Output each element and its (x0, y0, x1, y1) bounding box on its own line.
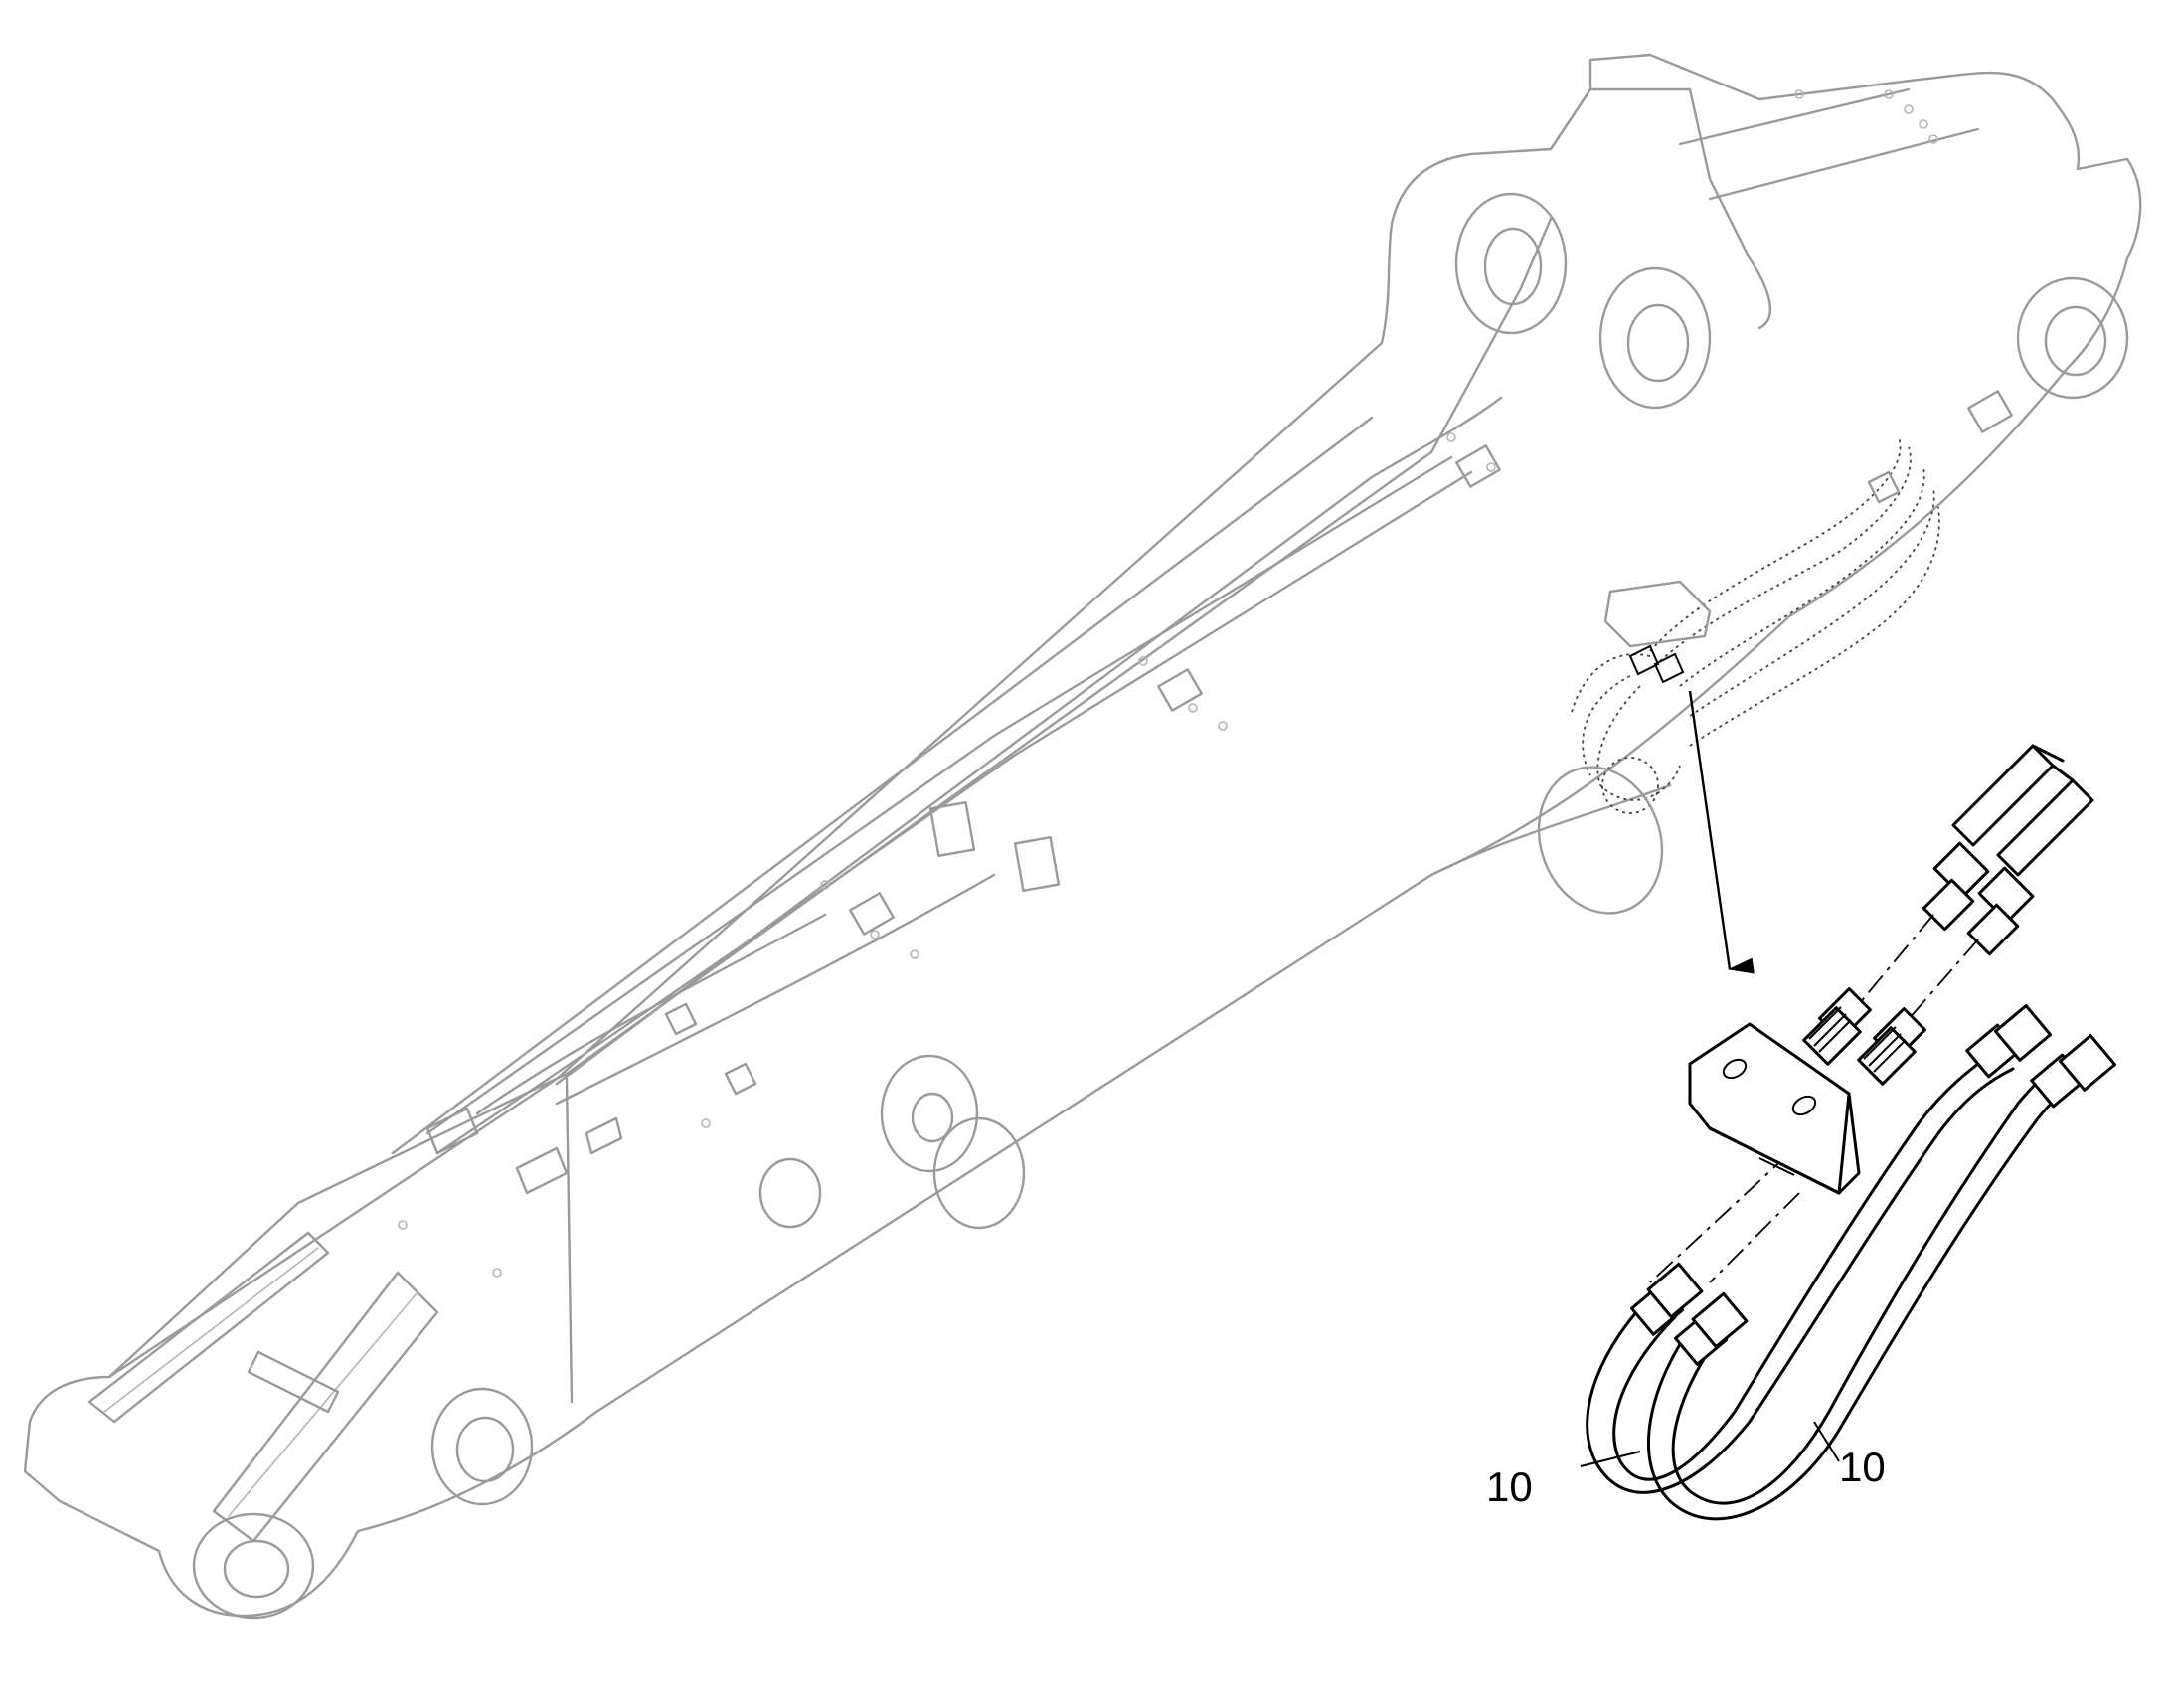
arm-top-frame (1549, 87, 1772, 330)
hose-routing-dotted (1570, 436, 1940, 814)
cylinder-boss-1 (880, 1054, 979, 1173)
cylinder-end-ghost (1537, 766, 1664, 915)
callout-label-left: 10 (1486, 1463, 1533, 1510)
arm-end-pin-boss (2016, 276, 2129, 400)
hose-nut-top-2 (2058, 1034, 2117, 1092)
tube-stub-right (1996, 778, 2094, 877)
hose-nut-bottom-2 (1691, 1291, 1749, 1349)
callout-leader-right (1813, 1421, 1840, 1462)
exploded-hose-detail: 10 10 (1486, 744, 2117, 1521)
hose-nut-bottom-1 (1646, 1262, 1704, 1319)
side-pin-hole (455, 1416, 515, 1483)
upper-pin-boss-2 (1598, 266, 1712, 410)
foot-plate (247, 1350, 340, 1414)
boom-pipe-2 (435, 470, 1473, 1155)
mount-bracket-ghost (1603, 580, 1712, 648)
hose-nut-top-1 (1993, 1004, 2053, 1062)
hose-assembly-10-left (1586, 1047, 2015, 1494)
foot-bracket-right (212, 1271, 439, 1543)
upper-pin-boss-1 (1454, 192, 1568, 335)
bulkhead-adapter-left (1802, 987, 1872, 1066)
foot-bracket-left (87, 1231, 330, 1424)
cylinder-boss-2 (932, 1116, 1026, 1230)
boom-pipe-3 (555, 873, 996, 1106)
foot-pin-boss (192, 1512, 315, 1620)
detail-arrow (1688, 690, 1755, 974)
tube-stub-left (1951, 744, 2075, 847)
boom-lower-edge (565, 783, 1672, 1404)
boom-outline (23, 53, 2142, 1618)
tube-nut-right (1966, 903, 2020, 956)
tube-nut-left (1922, 878, 1975, 932)
boom-side-plate (391, 396, 1503, 1155)
cylinder-boss-3 (758, 1157, 822, 1229)
callout-label-right: 10 (1839, 1444, 1886, 1490)
hose-assembly-10-right (1647, 1052, 2089, 1521)
bulkhead-adapter-right (1857, 1007, 1926, 1086)
boom-pipe-1 (425, 455, 1453, 1135)
boom-top-edge (107, 217, 1553, 1379)
callout-leader-left (1580, 1451, 1641, 1467)
side-pin-boss (430, 1387, 534, 1506)
boom-pipe-4 (475, 913, 827, 1115)
foot-pin-hole (223, 1539, 290, 1599)
excavator-boom (23, 53, 2142, 1620)
mounting-bracket (1688, 1022, 1861, 1195)
